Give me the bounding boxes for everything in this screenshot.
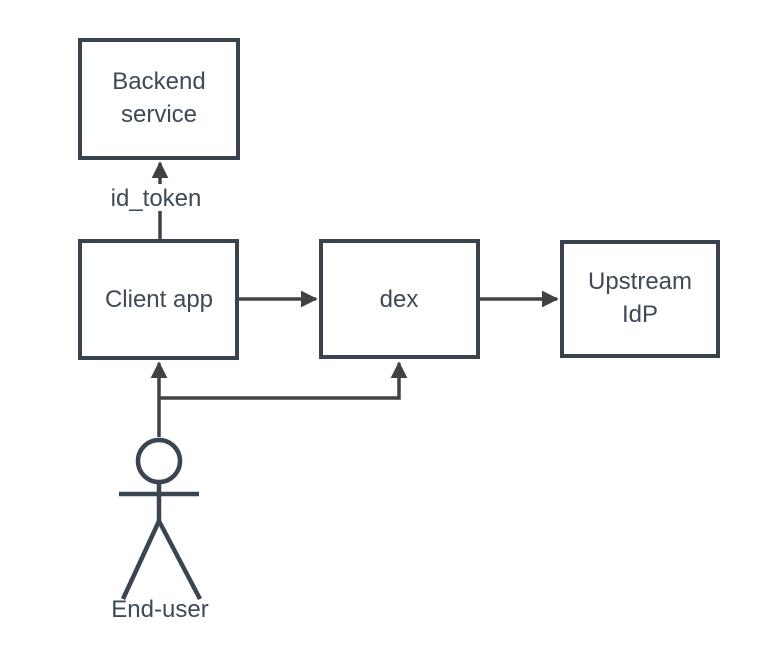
node-client-app: Client app [78, 239, 239, 360]
client-app-label: Client app [105, 286, 213, 313]
actor-left-leg [120, 520, 162, 600]
id-token-label-background [104, 184, 212, 211]
node-upstream-idp: Upstream IdP [560, 240, 720, 358]
edge-label-id-token: id_token [111, 185, 202, 212]
node-backend-service: Backend service [78, 38, 240, 160]
backend-service-label-line2: service [121, 101, 197, 128]
upstream-idp-box [560, 240, 720, 358]
dex-label: dex [380, 286, 419, 313]
actor-head [135, 437, 183, 485]
upstream-idp-label-line2: IdP [622, 301, 658, 328]
end-user-label: End-user [111, 596, 208, 623]
backend-service-box [78, 38, 240, 160]
upstream-idp-label-line1: Upstream [588, 268, 692, 295]
edge-user-to-dex-arrow [159, 361, 408, 400]
node-dex: dex [319, 239, 480, 359]
actor-right-leg [157, 519, 202, 601]
dex-box [319, 239, 480, 359]
end-user-actor-icon [119, 437, 202, 601]
client-app-box [78, 239, 239, 360]
backend-service-label-line1: Backend [112, 68, 205, 95]
